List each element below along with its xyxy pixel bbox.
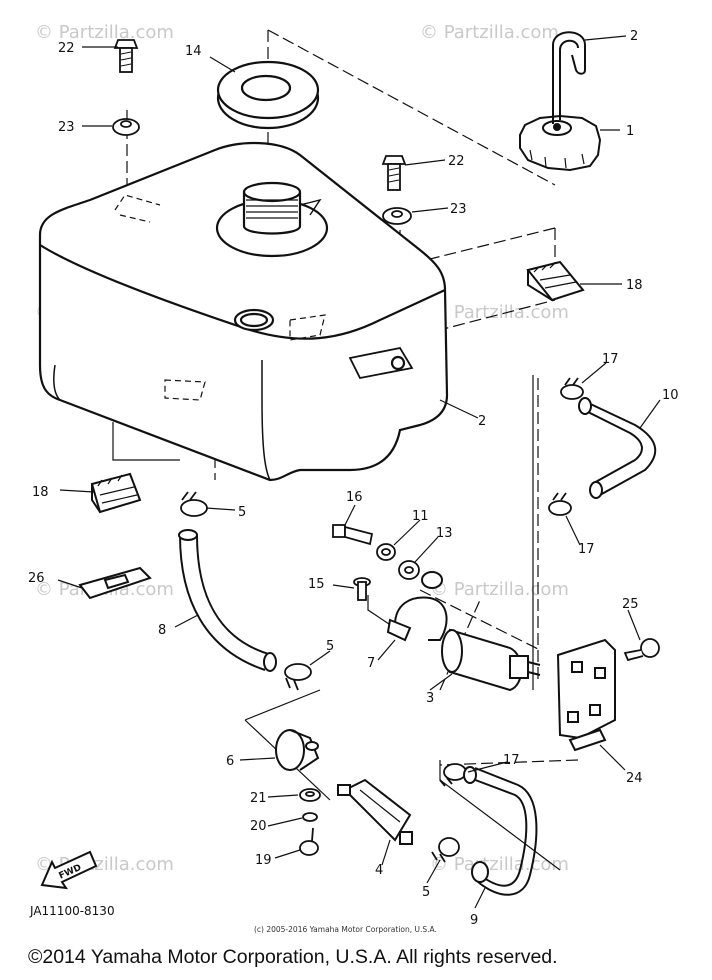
callout-23: 23 [58, 120, 75, 135]
callout-14: 14 [185, 44, 202, 59]
callout-2: 2 [478, 414, 486, 429]
washer-21 [299, 788, 321, 802]
washer-23-b [382, 207, 412, 225]
filter-clamp-6 [275, 729, 320, 771]
callout-8: 8 [158, 623, 166, 638]
fuel-tank-exploded-diagram: © Partzilla.com © Partzilla.com © Partzi… [28, 22, 679, 934]
bolt-22-b [381, 155, 407, 191]
callout-5: 5 [238, 505, 246, 520]
callout-5: 5 [422, 885, 430, 900]
fuel-filter-4 [337, 778, 413, 845]
diagram-code: JA11100-8130 [29, 904, 115, 918]
hose-8 [178, 529, 277, 672]
small-copyright: (c) 2005-2016 Yamaha Motor Corporation, … [254, 925, 437, 934]
callout-5: 5 [326, 639, 334, 654]
callout-10: 10 [662, 388, 679, 403]
damper-18-b [90, 472, 142, 514]
watermark: © Partzilla.com [430, 854, 569, 875]
fuel-tank [38, 142, 449, 482]
bracket-26 [78, 566, 152, 600]
clip-17-a [560, 377, 584, 400]
callout-17: 17 [602, 352, 619, 367]
watermark: © Partzilla.com [430, 302, 569, 323]
callout-22: 22 [448, 154, 465, 169]
cap-strap-2 [552, 31, 586, 124]
fuel-cap-1 [519, 114, 602, 172]
watermark: © Partzilla.com [420, 22, 559, 43]
callout-23: 23 [450, 202, 467, 217]
callout-9: 9 [470, 913, 478, 928]
bolt-22-a [113, 39, 139, 73]
callout-24: 24 [626, 771, 643, 786]
fuel-pump-3 [441, 628, 541, 692]
screw-19 [299, 827, 319, 856]
clip-5-c [431, 837, 460, 863]
callout-2: 2 [630, 29, 638, 44]
watermark: © Partzilla.com [35, 22, 174, 43]
screw-15 [353, 577, 371, 601]
damper-18-a [526, 260, 585, 302]
screw-25 [623, 638, 660, 662]
pump-clamp-7 [386, 571, 448, 642]
callout-16: 16 [346, 490, 363, 505]
callout-4: 4 [375, 863, 383, 878]
callout-18: 18 [32, 485, 49, 500]
washer-20 [302, 812, 318, 822]
clip-5-b [284, 663, 312, 691]
pump-bracket-24 [556, 638, 616, 752]
footer-copyright: ©2014 Yamaha Motor Corporation, U.S.A. A… [28, 946, 558, 968]
watermark: © Partzilla.com [430, 579, 569, 600]
grommet-ring-14 [216, 60, 320, 130]
callout-22: 22 [58, 41, 75, 56]
washer-23-a [112, 118, 140, 136]
callout-18: 18 [626, 278, 643, 293]
forward-arrow: FWD [40, 850, 98, 890]
leader-lines [57, 35, 661, 909]
grommet-13 [398, 560, 420, 580]
callout-15: 15 [308, 577, 325, 592]
hose-10 [578, 397, 657, 499]
callout-20: 20 [250, 819, 267, 834]
callout-13: 13 [436, 526, 453, 541]
clip-5-a [180, 491, 208, 517]
callout-3: 3 [426, 691, 434, 706]
callout-21: 21 [250, 791, 267, 806]
callout-17: 17 [578, 542, 595, 557]
callout-1: 1 [626, 124, 634, 139]
hose-9 [463, 766, 538, 896]
collar-11 [376, 543, 396, 561]
callout-17: 17 [503, 753, 520, 768]
callout-25: 25 [622, 597, 639, 612]
callout-7: 7 [367, 656, 375, 671]
callout-26: 26 [28, 571, 45, 586]
callout-19: 19 [255, 853, 272, 868]
callout-11: 11 [412, 509, 429, 524]
callout-6: 6 [226, 754, 234, 769]
bolt-16 [332, 524, 374, 546]
callout-numbers: 22 23 14 2 1 22 23 18 2 17 10 18 5 16 11… [28, 29, 679, 928]
clip-17-b [548, 492, 572, 516]
